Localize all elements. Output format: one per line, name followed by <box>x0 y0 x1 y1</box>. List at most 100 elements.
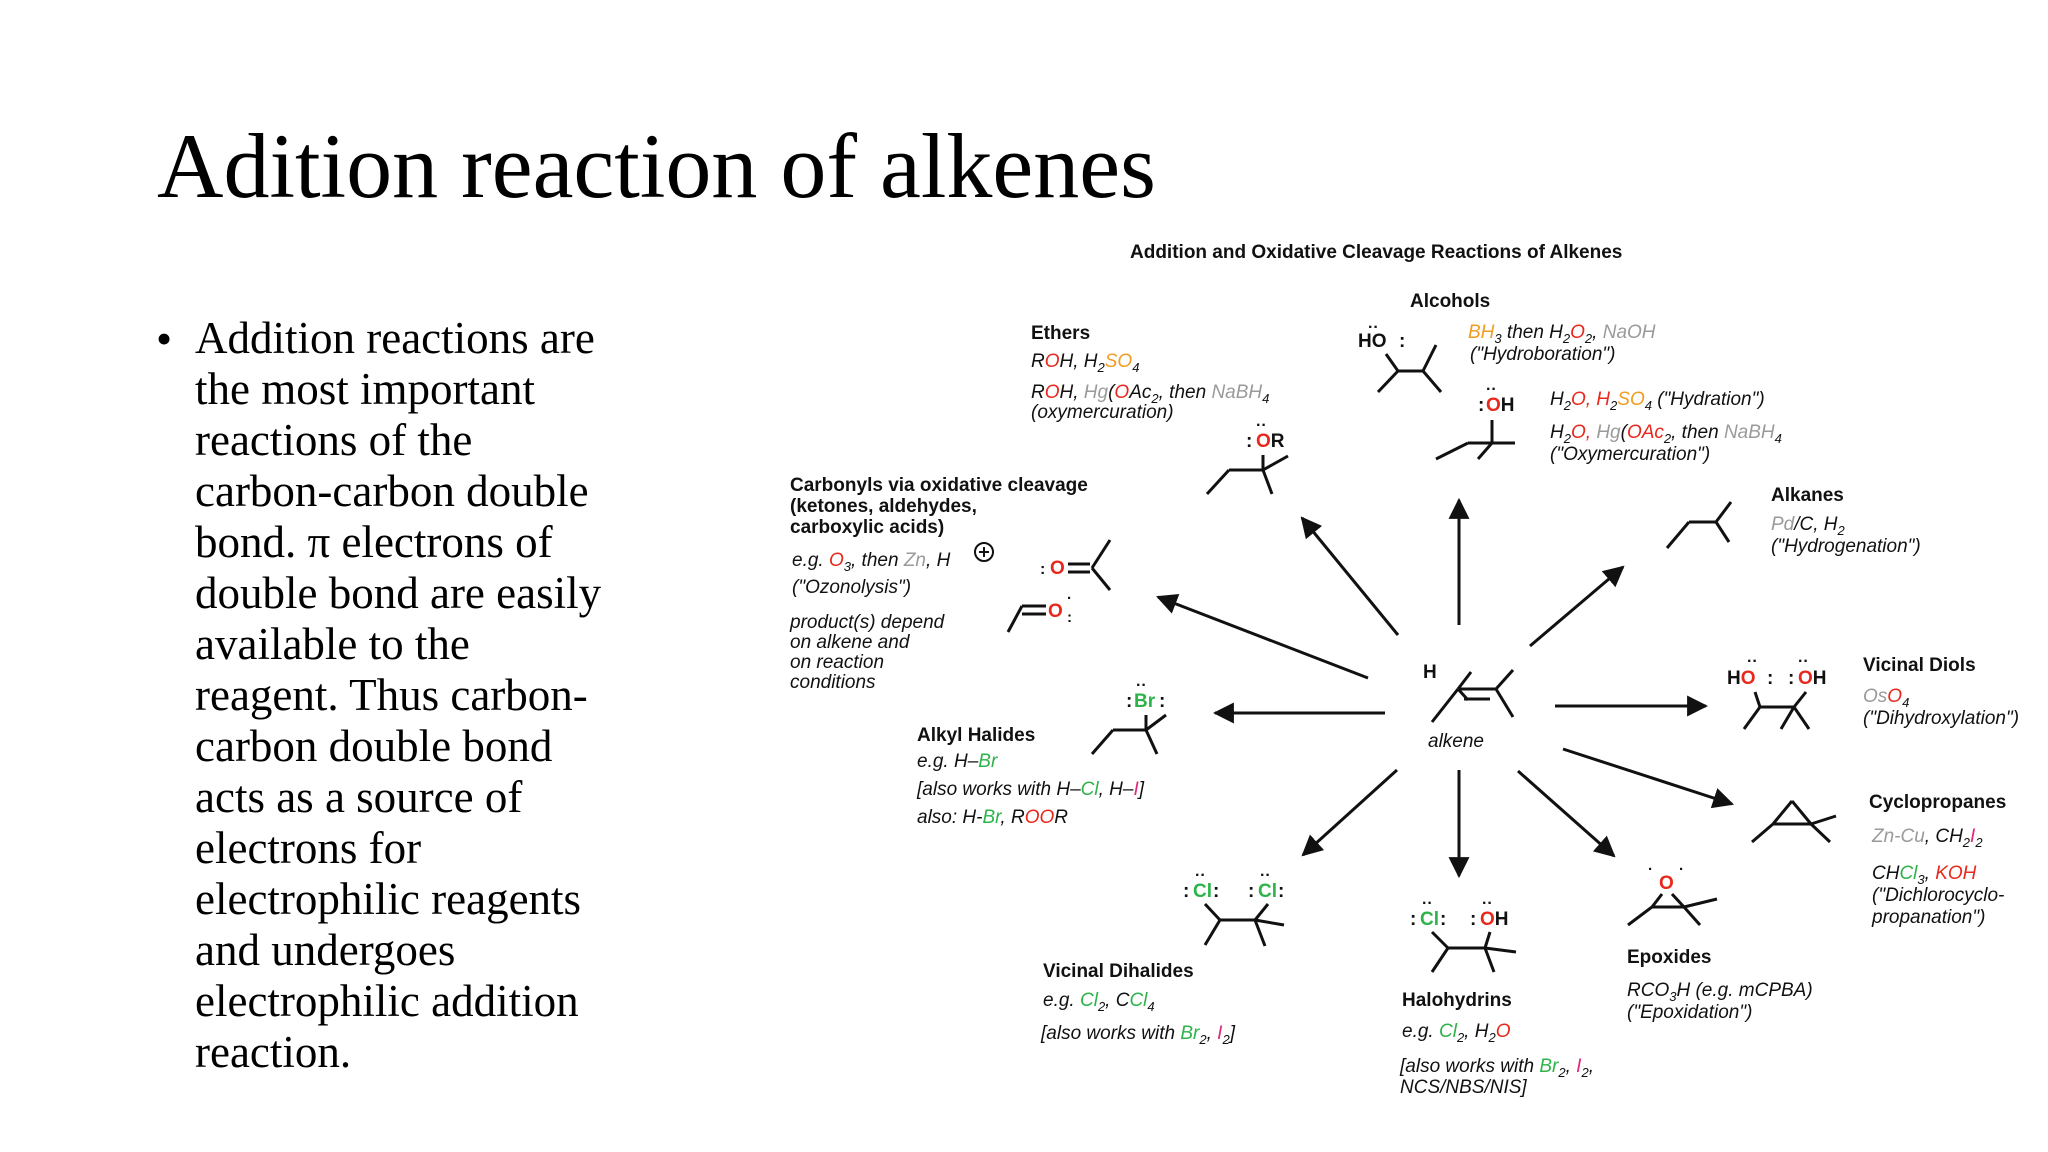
ethers-or-label: OR <box>1256 431 1285 452</box>
dihalides-heading: Vicinal Dihalides <box>1043 961 1194 982</box>
bullet-line: bond. π electrons of <box>195 517 553 567</box>
alcohols-ho-label: HO <box>1358 331 1387 352</box>
arrow-to-cyclopropanes <box>1562 747 1734 809</box>
alkanes-heading: Alkanes <box>1771 485 1844 506</box>
svg-text::: : <box>1067 609 1072 626</box>
alkanes-structure <box>1665 501 1733 549</box>
plus-charge-icon <box>974 542 994 562</box>
dihalides-cl-label-2: Cl <box>1258 881 1277 902</box>
bullet-line: electrophilic reagents <box>195 874 582 924</box>
epoxides-block: Epoxides RCO3H (e.g. mCPBA) ("Epoxidatio… <box>1627 861 1813 1023</box>
bullet-point-icon: • <box>156 313 173 364</box>
svg-text:·: · <box>1067 590 1072 607</box>
halohydrins-reagent-1: e.g. Cl2, H2O <box>1402 1021 1511 1045</box>
bullet-line: carbon double bond <box>195 721 553 771</box>
diols-oh-label: OH <box>1798 668 1827 689</box>
svg-text::: : <box>1183 881 1189 902</box>
alcohols-heading: Alcohols <box>1410 291 1490 312</box>
alcohols-reagent-1: BH3 then H2O2, NaOH <box>1468 322 1656 346</box>
bullet-line: reaction. <box>195 1027 352 1077</box>
bullet-line: reactions of the <box>195 415 473 465</box>
alcohols-oh-label: OH <box>1486 395 1515 416</box>
cyclopropanes-reagent-1: Zn-Cu, CH2I2 <box>1871 826 1983 850</box>
svg-text:··: ·· <box>1136 677 1147 694</box>
dihalides-structure <box>1203 902 1285 947</box>
cyclopropanes-note-1: ("Dichlorocyclo- <box>1872 885 2004 906</box>
halohydrins-structure <box>1430 930 1517 973</box>
carbonyls-heading-1: Carbonyls via oxidative cleavage <box>790 475 1088 496</box>
svg-text:··: ·· <box>1422 895 1433 912</box>
alkanes-hydrogenation: ("Hydrogenation") <box>1771 536 1921 557</box>
svg-text:··: ·· <box>1482 895 1493 912</box>
carbonyls-heading-2: (ketones, aldehydes, <box>790 496 977 517</box>
alcohols-hydroboration: ("Hydroboration") <box>1470 344 1616 365</box>
cyclopropanes-block: Cyclopropanes Zn-Cu, CH2I2 CHCl3, KOH ("… <box>1751 792 2006 928</box>
diols-block: Vicinal Diols OsO4 ("Dihydroxylation") H… <box>1727 653 2019 730</box>
svg-text::: : <box>1040 561 1045 578</box>
ethers-heading: Ethers <box>1031 323 1090 344</box>
epoxide-structure <box>1627 892 1718 927</box>
halides-br-label: Br <box>1134 691 1156 712</box>
halides-heading: Alkyl Halides <box>917 725 1035 746</box>
alcohols-block: Alcohols HO : ·· : OH ·· <box>1358 291 1782 465</box>
alcohols-reagent-3: H2O, Hg(OAc2, then NaBH4 <box>1550 422 1782 446</box>
epoxides-reagent: RCO3H (e.g. mCPBA) <box>1627 980 1813 1004</box>
cyclopropanes-note-2: propanation") <box>1871 907 1985 928</box>
alcohols-reagent-2: H2O, H2SO4 ("Hydration") <box>1550 389 1765 413</box>
bullet-line: reagent. Thus carbon- <box>195 670 588 720</box>
alkanes-block: Alkanes Pd/C, H2 ("Hydrogenation") <box>1665 485 1921 557</box>
arrow-to-epoxides <box>1517 769 1616 858</box>
carbonyls-note-2: on alkene and <box>790 632 911 653</box>
alkanes-reagent: Pd/C, H2 <box>1771 514 1846 538</box>
svg-text:··: ·· <box>1256 417 1267 434</box>
cyclopropane-structure <box>1751 800 1837 844</box>
bullet-line: double bond are easily <box>195 568 602 618</box>
dihalides-reagent-1: e.g. Cl2, CCl4 <box>1043 990 1155 1014</box>
bullet-line: Addition reactions are <box>195 313 595 363</box>
central-alkene <box>1430 668 1515 723</box>
epoxide-o-label: O <box>1659 873 1674 894</box>
diols-heading: Vicinal Diols <box>1863 655 1976 676</box>
bullet-line: electrophilic addition <box>195 976 579 1026</box>
svg-text::: : <box>1440 909 1446 930</box>
carbonyls-heading-3: carboxylic acids) <box>790 517 944 538</box>
diols-dihydroxylation: ("Dihydroxylation") <box>1863 708 2019 729</box>
diagram-title: Addition and Oxidative Cleavage Reaction… <box>1130 242 1622 263</box>
bullet-line: the most important <box>195 364 535 414</box>
svg-text::: : <box>1248 881 1254 902</box>
cyclopropanes-reagent-2: CHCl3, KOH <box>1872 863 1977 887</box>
diols-reagent: OsO4 <box>1863 686 1909 710</box>
halides-reagent-2: [also works with H–Cl, H–I] <box>916 779 1145 800</box>
svg-text::: : <box>1159 691 1165 712</box>
epoxides-epoxidation: ("Epoxidation") <box>1627 1002 1752 1023</box>
alcohols-structure-2 <box>1435 420 1515 461</box>
arrow-to-carbonyls <box>1156 594 1369 680</box>
ketone-o-label: O <box>1050 558 1065 579</box>
diols-structure <box>1742 691 1811 730</box>
svg-text:··: ·· <box>1368 319 1379 336</box>
ethers-reagent-1: ROH, H2SO4 <box>1031 351 1139 375</box>
svg-text::: : <box>1126 691 1132 712</box>
svg-text:··: ·· <box>1798 653 1809 670</box>
halohydrins-cl-label: Cl <box>1420 909 1439 930</box>
carbonyls-note-3: on reaction <box>790 652 884 673</box>
svg-text:··: ·· <box>1486 381 1497 398</box>
carbonyls-ozonolysis: ("Ozonolysis") <box>792 577 911 598</box>
bullet-line: acts as a source of <box>195 772 523 822</box>
alkene-h-label: H <box>1423 662 1437 683</box>
halohydrins-heading: Halohydrins <box>1402 990 1512 1011</box>
diols-ho-label: HO <box>1727 668 1756 689</box>
dihalides-reagent-2: [also works with Br2, I2] <box>1040 1023 1236 1047</box>
alcohols-oxymercuration: ("Oxymercuration") <box>1550 444 1710 465</box>
arrow-to-ethers <box>1300 516 1400 636</box>
halides-structure <box>1090 713 1167 755</box>
svg-text:·: · <box>1648 861 1653 878</box>
carbonyls-note-4: conditions <box>790 672 876 693</box>
bullet-line: electrons for <box>195 823 422 873</box>
bullet-line: and undergoes <box>195 925 456 975</box>
svg-text:··: ·· <box>1195 867 1206 884</box>
halohydrins-block: Halohydrins e.g. Cl2, H2O [also works wi… <box>1399 895 1594 1098</box>
halohydrins-reagent-3: NCS/NBS/NIS] <box>1400 1077 1527 1098</box>
svg-text::: : <box>1470 909 1476 930</box>
svg-text:·: · <box>1679 861 1684 878</box>
